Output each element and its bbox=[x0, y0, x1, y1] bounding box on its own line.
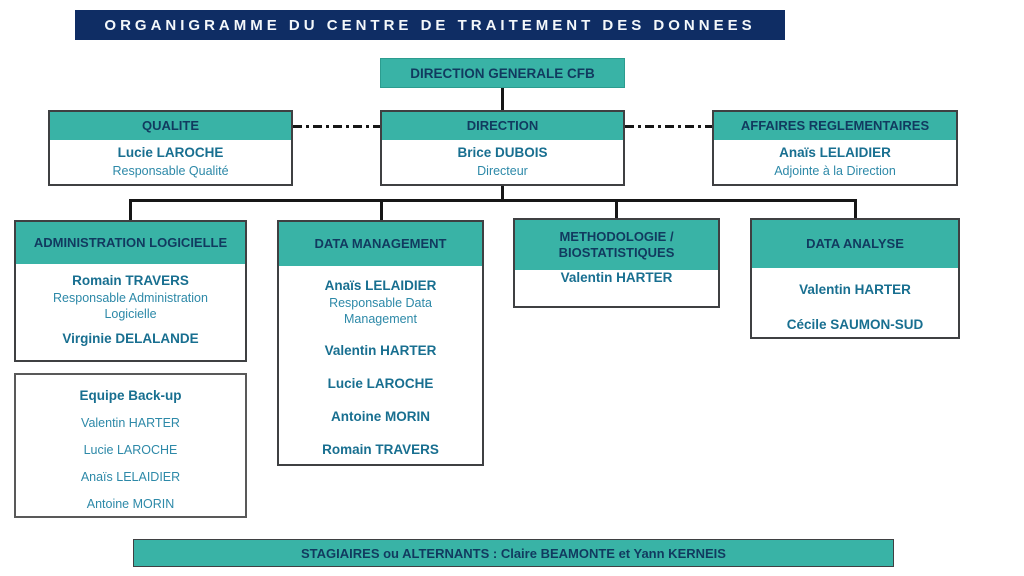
member-name: Lucie LAROCHE bbox=[117, 145, 224, 160]
org-box-affaires-reglementaires: AFFAIRES REGLEMENTAIRES Anaïs LELAIDIER … bbox=[712, 110, 958, 186]
member-name: Virginie DELALANDE bbox=[62, 331, 199, 347]
connector-drop-administration bbox=[129, 202, 132, 220]
member-name: Anaïs LELAIDIER bbox=[324, 278, 437, 293]
connector-dashdot-affaires bbox=[625, 125, 712, 128]
member-name: Brice DUBOIS bbox=[457, 145, 548, 160]
page-title: ORGANIGRAMME DU CENTRE DE TRAITEMENT DES… bbox=[75, 10, 785, 40]
org-box-data-management: DATA MANAGEMENT Anaïs LELAIDIER Responsa… bbox=[277, 220, 484, 466]
connector-drop-data-management bbox=[380, 202, 383, 220]
connector-tree-horizontal bbox=[129, 199, 857, 202]
org-box-methodologie-title: METHODOLOGIE / BIOSTATISTIQUES bbox=[515, 220, 718, 270]
connector-drop-methodologie bbox=[615, 202, 618, 220]
org-box-administration-body: Romain TRAVERS Responsable Administratio… bbox=[16, 264, 245, 348]
member-role: Responsable Qualité bbox=[112, 163, 229, 178]
org-box-equipe-backup: Equipe Back-up Valentin HARTER Lucie LAR… bbox=[14, 373, 247, 518]
org-box-data-analyse-title: DATA ANALYSE bbox=[752, 220, 958, 268]
org-box-affaires-title: AFFAIRES REGLEMENTAIRES bbox=[714, 112, 956, 140]
member-name: Antoine MORIN bbox=[86, 497, 175, 511]
org-box-data-analyse: DATA ANALYSE Valentin HARTER Cécile SAUM… bbox=[750, 218, 960, 339]
org-box-affaires-body: Anaïs LELAIDIER Adjointe à la Direction bbox=[714, 140, 956, 179]
member-name: Valentin HARTER bbox=[81, 416, 180, 430]
connector-direction-to-tree bbox=[501, 186, 504, 201]
member-name: Romain TRAVERS bbox=[72, 273, 189, 288]
backup-team-title: Equipe Back-up bbox=[79, 388, 182, 403]
member-name: Anaïs LELAIDIER bbox=[779, 145, 891, 160]
connector-dashdot-qualite bbox=[293, 125, 380, 128]
member-name: Lucie LAROCHE bbox=[327, 376, 434, 392]
org-box-data-management-body: Anaïs LELAIDIER Responsable Data Managem… bbox=[279, 266, 482, 459]
member-name: Cécile SAUMON-SUD bbox=[786, 316, 924, 332]
org-box-direction-body: Brice DUBOIS Directeur bbox=[382, 140, 623, 179]
org-box-direction-generale-cfb: DIRECTION GENERALE CFB bbox=[380, 58, 625, 88]
org-box-direction: DIRECTION Brice DUBOIS Directeur bbox=[380, 110, 625, 186]
member-name: Anaïs LELAIDIER bbox=[80, 470, 181, 484]
org-box-qualite-title: QUALITE bbox=[50, 112, 291, 140]
member-role: Directeur bbox=[477, 163, 528, 178]
org-box-data-management-title: DATA MANAGEMENT bbox=[279, 222, 482, 266]
org-box-methodologie-body: Valentin HARTER bbox=[515, 270, 718, 287]
org-box-direction-title: DIRECTION bbox=[382, 112, 623, 140]
member-name: Romain TRAVERS bbox=[322, 442, 439, 457]
org-box-qualite: QUALITE Lucie LAROCHE Responsable Qualit… bbox=[48, 110, 293, 186]
org-box-data-analyse-body: Valentin HARTER Cécile SAUMON-SUD bbox=[752, 268, 958, 334]
member-name: Valentin HARTER bbox=[324, 343, 437, 359]
member-role: Responsable Administration Logicielle bbox=[53, 290, 208, 322]
member-name: Valentin HARTER bbox=[560, 270, 673, 285]
org-box-qualite-body: Lucie LAROCHE Responsable Qualité bbox=[50, 140, 291, 179]
member-role: Adjointe à la Direction bbox=[774, 163, 896, 178]
member-role: Responsable Data Management bbox=[329, 295, 432, 327]
member-name: Valentin HARTER bbox=[799, 282, 911, 297]
connector-root-to-direction bbox=[501, 88, 504, 110]
member-name: Antoine MORIN bbox=[331, 409, 430, 425]
member-name: Lucie LAROCHE bbox=[83, 443, 178, 457]
stagiaires-alternants-bar: STAGIAIRES ou ALTERNANTS : Claire BEAMON… bbox=[133, 539, 894, 567]
org-box-administration-title: ADMINISTRATION LOGICIELLE bbox=[16, 222, 245, 264]
org-box-methodologie-biostatistiques: METHODOLOGIE / BIOSTATISTIQUES Valentin … bbox=[513, 218, 720, 308]
member-entry: Anaïs LELAIDIER Responsable Data Managem… bbox=[311, 278, 451, 327]
connector-drop-data-analyse bbox=[854, 202, 857, 220]
org-box-administration-logicielle: ADMINISTRATION LOGICIELLE Romain TRAVERS… bbox=[14, 220, 247, 362]
